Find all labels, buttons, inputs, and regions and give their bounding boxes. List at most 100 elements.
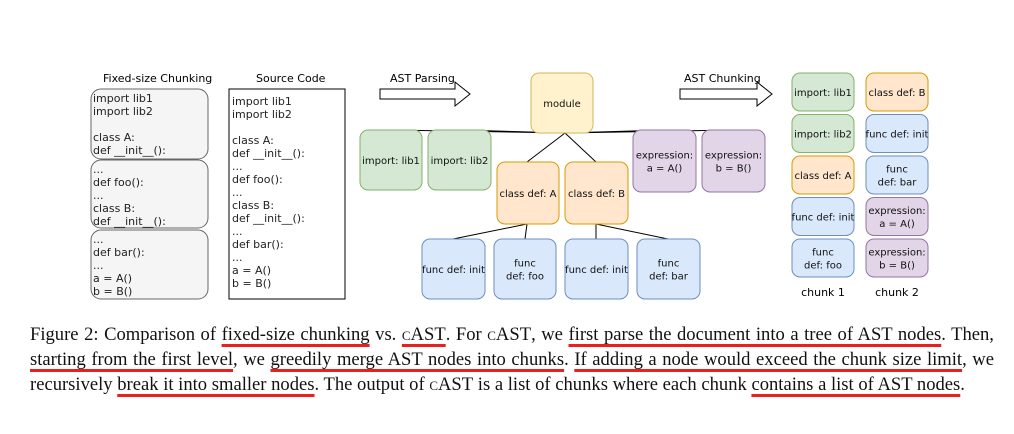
source-code-title: Source Code <box>256 72 326 85</box>
caption-text: , we <box>233 349 271 370</box>
chunk-item-box <box>791 238 855 278</box>
source-code-line: import lib1 <box>232 95 292 108</box>
chunk-item-label: class def: B <box>868 88 925 99</box>
caption-method-name: cAST <box>429 374 474 395</box>
chunk-item-box <box>865 197 929 236</box>
node-level1-label: class def: A <box>499 189 556 200</box>
source-code-line: import lib2 <box>232 108 292 121</box>
chunk-item: func def: init <box>865 114 929 153</box>
fixed-chunk-line: b = B() <box>93 285 132 298</box>
chunk-item-box <box>865 238 929 278</box>
node-leaf: func def: init <box>564 238 629 300</box>
chunk-item: expression:a = A() <box>865 197 929 236</box>
chunk-item: class def: A <box>791 155 855 195</box>
caption-text: . Then, <box>941 324 994 345</box>
node-module: module <box>530 72 594 134</box>
node-leaf-box <box>493 238 557 300</box>
chunk-item-label: import: lib2 <box>794 130 852 141</box>
chunk-label: chunk 1 <box>801 286 845 299</box>
chunk-item: class def: B <box>865 72 929 112</box>
node-level1: import: lib2 <box>427 129 492 191</box>
ast-chunking-title: AST Chunking <box>684 72 761 85</box>
fixed-chunk-box <box>90 88 209 160</box>
node-level1: class def: B <box>564 161 629 225</box>
chunk-item: import: lib2 <box>791 114 855 153</box>
node-level1-box <box>564 161 629 225</box>
node-leaf: func def: init <box>421 238 486 300</box>
node-level1: expression:b = B() <box>701 129 766 193</box>
source-code-line: def __init__(): <box>232 147 305 160</box>
node-module-label: module <box>543 99 580 110</box>
fixed-chunk-line: import lib2 <box>93 105 153 118</box>
fixed-chunk-line: ... <box>93 163 104 176</box>
node-leaf-label: func def: init <box>565 265 628 276</box>
node-level1: expression:a = A() <box>632 129 697 193</box>
chunk-item-label: expression:b = B() <box>868 248 925 272</box>
caption-method-name: cAST <box>401 324 446 345</box>
caption-highlight: If adding a node would exceed the chunk … <box>574 349 963 370</box>
caption-text: . The output of <box>314 374 430 395</box>
node-level1-box <box>359 129 423 191</box>
chunk-item-box <box>791 72 855 112</box>
fixed-chunk-box <box>90 229 209 300</box>
fixed-chunk-line: class A: <box>93 131 135 144</box>
caption-highlight: greedily merge AST nodes into chunks <box>270 349 565 370</box>
fixed-chunk-line: ... <box>93 189 104 202</box>
fixed-chunk-line: class B: <box>93 202 135 215</box>
fixed-chunk-line: import lib1 <box>93 92 153 105</box>
source-code-line: def bar(): <box>232 238 284 251</box>
source-code-line: ... <box>232 160 243 173</box>
node-leaf-box <box>564 238 629 300</box>
caption-highlight: starting from the first level <box>30 349 233 370</box>
node-leaf-box <box>421 238 486 300</box>
chunk-item-label: func def: init <box>866 130 929 141</box>
node-level1: class def: A <box>496 161 560 225</box>
chunk-item-box <box>791 155 855 195</box>
source-code-line: b = B() <box>232 277 271 290</box>
ast-parsing-arrow <box>379 80 471 108</box>
source-code-line: ... <box>232 186 243 199</box>
caption-text: . <box>564 349 575 370</box>
ast-parsing-title: AST Parsing <box>390 72 455 85</box>
source-code-line: a = A() <box>232 264 271 277</box>
source-code-line: ... <box>232 225 243 238</box>
source-code-line: class A: <box>232 134 274 147</box>
node-level1-label: import: lib2 <box>431 156 489 167</box>
caption-highlight: contains a list of AST nodes <box>751 374 961 395</box>
chunk-item: expression:b = B() <box>865 238 929 278</box>
source-code-line: class B: <box>232 199 274 212</box>
ast-tree: module import: lib1 import: lib2 class def:… <box>359 72 766 300</box>
caption-text: is a list of chunks where each chunk <box>473 374 752 395</box>
node-level1-box <box>496 161 560 225</box>
chunk-item: import: lib1 <box>791 72 855 112</box>
node-level1-box <box>632 129 697 193</box>
caption-highlight: fixed-size chunking <box>221 324 370 345</box>
fixed-chunk-box <box>90 159 209 229</box>
fixed-chunk-line: def __init__(): <box>93 144 166 157</box>
caption-text: , we recursively <box>30 349 994 395</box>
chunk-label: chunk 2 <box>875 286 919 299</box>
node-level1-label: expression:b = B() <box>705 151 762 175</box>
fixed-chunk-line: def __init__(): <box>93 215 166 228</box>
chunk-item-label: class def: A <box>794 171 851 182</box>
node-level1-label: import: lib1 <box>362 156 420 167</box>
caption-highlight: first parse the document into a tree of … <box>568 324 942 345</box>
node-level1-box <box>701 129 766 193</box>
fixed-chunk-line: a = A() <box>93 272 132 285</box>
caption-method-name: cAST <box>487 324 532 345</box>
fixed-chunk-line: ... <box>93 259 104 272</box>
fixed-size-title: Fixed-size Chunking <box>103 72 212 85</box>
ast-chunks: import: lib1 import: lib2 class def: A func… <box>791 72 929 299</box>
figure-caption: Figure 2: Comparison of fixed-size chunk… <box>30 322 994 397</box>
caption-text: , we <box>531 324 569 345</box>
node-module-box <box>530 72 594 134</box>
source-code-line: def __init__(): <box>232 212 305 225</box>
